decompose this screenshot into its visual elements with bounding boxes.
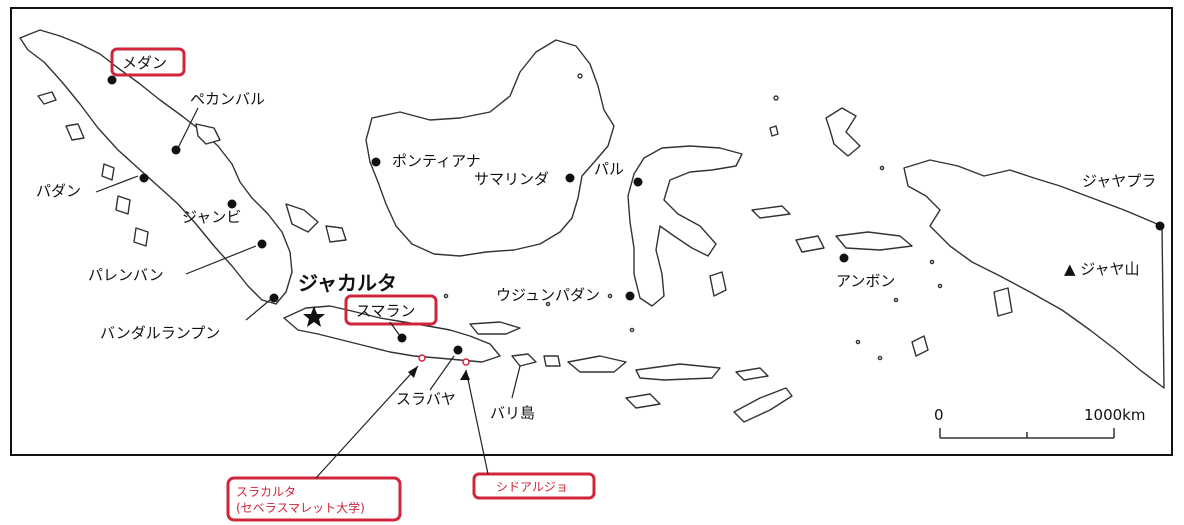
leader-surakarta xyxy=(315,365,419,479)
landmass-bangka xyxy=(285,203,319,233)
landmass-timor xyxy=(733,387,793,423)
city-label-medan: メダン xyxy=(122,54,167,72)
city-label-samarinda: サマリンダ xyxy=(474,170,549,188)
leader-semarang xyxy=(389,321,401,337)
leader-bali xyxy=(511,365,521,399)
city-label-pontianak: ポンティアナ xyxy=(392,152,481,170)
landmass-mentawai-2 xyxy=(115,195,131,215)
landmass-sumatra xyxy=(19,29,293,305)
landmass-seram xyxy=(835,231,913,251)
city-dot-pekanbaru xyxy=(171,145,181,155)
landmass-simeulue xyxy=(37,91,57,105)
scale-bar: 0 1000km xyxy=(934,406,1145,439)
city-dot-ujung-pandang xyxy=(625,291,635,301)
city-dot-medan xyxy=(107,75,117,85)
landmass-lombok xyxy=(543,355,561,367)
landmass-bali xyxy=(511,353,537,367)
city-dot-samarinda xyxy=(565,173,575,183)
leader-sidoarjo xyxy=(465,369,489,475)
city-dot-ambon xyxy=(839,253,849,263)
city-label-jambi: ジャンビ xyxy=(182,208,241,226)
arrowhead-surakarta xyxy=(408,366,418,378)
leader-palembang xyxy=(185,245,257,275)
red-dot-sidoarjo xyxy=(462,358,470,366)
city-dot-bandar-lampung xyxy=(269,293,279,303)
landmass-sulawesi xyxy=(627,145,743,307)
star-icon xyxy=(303,306,325,327)
city-label-palu: パル xyxy=(594,160,624,178)
landmass-belitung xyxy=(325,225,347,243)
landmass-java xyxy=(283,305,501,363)
leader-padang xyxy=(95,175,139,193)
highlight-box-sidoarjo xyxy=(472,472,596,500)
landmass-riau xyxy=(195,123,221,145)
landmass-halmahera xyxy=(825,107,861,157)
landmass-mentawai-1 xyxy=(101,163,115,181)
small-islands xyxy=(443,73,943,361)
city-label-padang: パダン xyxy=(36,182,81,200)
city-dot-jambi xyxy=(227,199,237,209)
landmass-tanimbar xyxy=(911,335,929,357)
city-dot-palu xyxy=(633,177,643,187)
scale-start-label: 0 xyxy=(934,406,944,424)
city-label-ujung-pandang: ウジュンパダン xyxy=(496,286,600,304)
red-dot-surakarta xyxy=(418,354,426,362)
city-label-palembang: パレンバン xyxy=(88,266,164,284)
landmass-borneo xyxy=(365,39,615,257)
city-label-semarang: スマラン xyxy=(356,302,416,320)
city-dot-palembang xyxy=(257,239,267,249)
highlight-box-medan xyxy=(110,47,186,77)
place-label-jaya-peak: ▲ ジャヤ山 xyxy=(1064,260,1140,278)
landmass-madura xyxy=(469,321,521,335)
city-dot-jayapura xyxy=(1155,221,1165,231)
landmass-aru xyxy=(993,287,1013,317)
city-label-ambon: アンボン xyxy=(836,272,895,290)
landmass-nias xyxy=(65,123,85,141)
landmass-sumbawa xyxy=(567,355,627,373)
highlight-box-surakarta xyxy=(226,476,402,522)
landmass-mentawai-3 xyxy=(133,227,149,247)
callout-sidoarjo: シドアルジョ xyxy=(496,480,568,494)
arrowhead-sidoarjo xyxy=(460,370,470,380)
landmass-sangihe xyxy=(769,125,779,137)
city-label-bandar-lampung: バンダルランプン xyxy=(100,324,220,342)
city-label-surabaya: スラバヤ xyxy=(396,390,456,408)
city-dot-semarang xyxy=(397,333,407,343)
landmass-buton xyxy=(709,271,727,297)
landmass-sumba xyxy=(625,393,661,409)
city-label-pekanbaru: ペカンバル xyxy=(190,90,265,108)
landmass-sula xyxy=(751,205,791,219)
map-frame xyxy=(10,7,1173,456)
city-dot-padang xyxy=(139,173,149,183)
landmass-buru xyxy=(795,235,825,253)
place-label-bali: バリ島 xyxy=(490,404,535,422)
leader-pekanbaru xyxy=(177,107,199,149)
city-dot-surabaya xyxy=(453,345,463,355)
capital-label: ジャカルタ xyxy=(298,271,397,295)
landmass-flores xyxy=(635,363,721,381)
landmass-alor xyxy=(735,367,769,381)
city-dot-pontianak xyxy=(371,157,381,167)
landmass-new-guinea xyxy=(903,159,1165,389)
city-label-jayapura: ジャヤプラ xyxy=(1082,172,1156,190)
leader-surabaya xyxy=(429,355,455,391)
callout-surakarta-line2: (セベラスマレット大学) xyxy=(236,500,365,515)
callout-surakarta-line1: スラカルタ xyxy=(236,485,296,499)
leader-bandar-lampung xyxy=(245,299,271,321)
scale-end-label: 1000km xyxy=(1084,406,1145,424)
